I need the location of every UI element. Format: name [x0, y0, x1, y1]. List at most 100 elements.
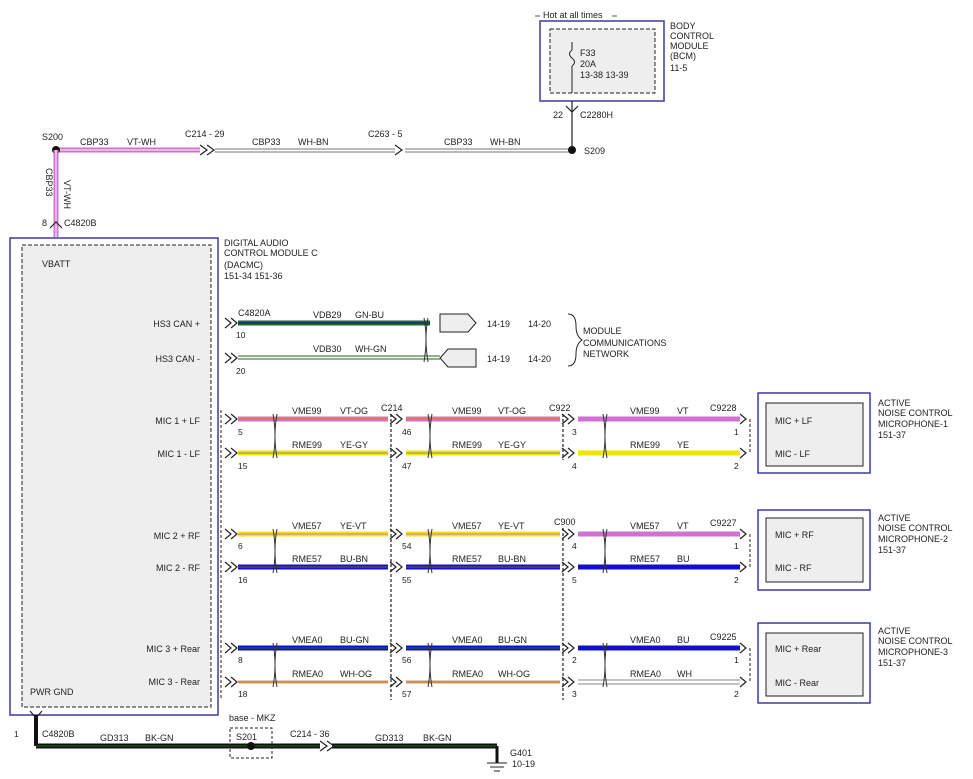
mic2-plus-circuit-c: VME57 — [630, 521, 660, 531]
mic1-minus-circuit-b: RME99 — [452, 440, 482, 450]
can-plus-arrow-icon — [439, 313, 477, 333]
ground-g401-icon — [487, 762, 507, 772]
twist-markers — [272, 413, 608, 688]
c2280h-label: C2280H — [580, 110, 613, 120]
mic2-minus-circuit-c: RME57 — [630, 554, 660, 564]
c900-label: C900 — [554, 517, 576, 527]
can-minus-arrow-icon — [439, 348, 477, 368]
connector-chevron-icon — [561, 676, 575, 688]
mic3-minus-color-b: WH-OG — [498, 669, 530, 679]
vdb30-color: WH-GN — [355, 344, 387, 354]
hot-at-all-times-label: Hot at all times — [543, 10, 603, 20]
mic3-minus-circuit-b: RMEA0 — [452, 669, 483, 679]
mic3-plus-color-c: BU — [677, 635, 690, 645]
vert-circuit: CBP33 — [44, 168, 54, 197]
mic2-plus-pin-label: MIC + RF — [775, 530, 814, 540]
connector-chevron-icon — [739, 561, 747, 573]
connector-chevron-icon — [224, 676, 238, 688]
mic3-pin-1: 1 — [734, 655, 739, 665]
seg3-color: WH-BN — [490, 137, 521, 147]
connector-chevron-icon — [561, 413, 575, 425]
network-brace-icon — [567, 313, 583, 367]
mic2-plus-color-c: VT — [677, 521, 689, 531]
mic1-minus-color-a: YE-GY — [340, 440, 368, 450]
mic1-minus-circuit-c: RME99 — [630, 440, 660, 450]
s209-label: S209 — [584, 146, 605, 156]
connector-chevron-icon — [224, 413, 238, 425]
connector-chevron-icon — [389, 413, 403, 425]
svg-text:151-37: 151-37 — [878, 545, 906, 555]
mic1-minus-pin-label: MIC - LF — [775, 449, 811, 459]
mic3-minus-circuit-a: RMEA0 — [292, 669, 323, 679]
svg-text:MIC 2 + RF: MIC 2 + RF — [154, 531, 201, 541]
svg-text:11-5: 11-5 — [670, 63, 687, 73]
mic1-module: MIC + LF MIC - LF ACTIVE NOISE CONTROL M… — [749, 392, 953, 474]
connector-chevron-icon — [561, 447, 575, 459]
mic2-minus-color-a: BU-BN — [340, 554, 368, 564]
c214-pin-56: 56 — [402, 655, 412, 665]
mic1-minus-color-c: YE — [677, 440, 689, 450]
s201-option-box — [229, 727, 273, 759]
mic3-minus-circuit-c: RMEA0 — [630, 669, 661, 679]
c214-36-connector-icon — [319, 740, 336, 752]
gd313-circuit-a: GD313 — [100, 733, 129, 743]
fuse-f33-icon — [569, 42, 575, 93]
vert-color: VT-WH — [62, 180, 72, 209]
gd313-color-a: BK-GN — [145, 733, 174, 743]
c9228-label: C9228 — [710, 403, 737, 413]
mic2-minus-circuit-a: RME57 — [292, 554, 322, 564]
seg2-circuit: CBP33 — [252, 137, 281, 147]
can-plus-ref-a: 14-19 — [487, 319, 510, 329]
fuse-refs: 13-38 13-39 — [580, 70, 629, 80]
mic1-minus-circuit-a: RME99 — [292, 440, 322, 450]
svg-text:MIC 1 - LF: MIC 1 - LF — [157, 449, 200, 459]
c214-pin-54: 54 — [402, 541, 412, 551]
g401-label: G401 — [510, 748, 532, 758]
mic1-plus-circuit-a: VME99 — [292, 406, 322, 416]
mic3-pin-2: 2 — [734, 689, 739, 699]
c4820b-top-label: C4820B — [64, 218, 97, 228]
c214-pin-57: 57 — [402, 689, 412, 699]
svg-text:BODY: BODY — [670, 21, 696, 31]
c4820b-pin1-icon — [29, 710, 43, 719]
mic2-pin-1: 1 — [734, 541, 739, 551]
c900-pin-4: 4 — [572, 541, 577, 551]
mic2-minus-color-b: BU-BN — [498, 554, 526, 564]
gd313-color-b: BK-GN — [423, 733, 452, 743]
mic2-plus-circuit-a: VME57 — [292, 521, 322, 531]
connector-chevron-icon — [389, 676, 403, 688]
mic1-minus-color-b: YE-GY — [498, 440, 526, 450]
ground-pin-1: 1 — [14, 729, 19, 739]
dacmc-pin-8: 8 — [42, 218, 47, 228]
mic2-pin-2: 2 — [734, 575, 739, 585]
pwr-gnd-label: PWR GND — [30, 687, 74, 697]
dacmc-inner-box — [21, 244, 212, 708]
c900-pin-3: 3 — [572, 689, 577, 699]
svg-text:HS3 CAN +: HS3 CAN + — [153, 319, 200, 329]
c2280h-pin-icon — [565, 105, 579, 113]
vbatt-label: VBATT — [42, 259, 71, 269]
s209-splice-icon — [568, 146, 576, 154]
dacmc-pin-6: 6 — [238, 541, 243, 551]
dacmc-box — [9, 237, 219, 716]
can-minus-ref-a: 14-19 — [487, 354, 510, 364]
c922-pin-3: 3 — [572, 427, 577, 437]
network-label: MODULE COMMUNICATIONS NETWORK — [583, 326, 666, 359]
mic3-minus-color-c: WH — [677, 669, 692, 679]
vdb30-circuit: VDB30 — [313, 344, 342, 354]
mic3-plus-color-a: BU-GN — [340, 635, 369, 645]
mic3-minus-pin-label: MIC - Rear — [775, 678, 819, 688]
svg-text:MIC 2 - RF: MIC 2 - RF — [156, 563, 201, 573]
svg-text:NOISE CONTROL: NOISE CONTROL — [878, 523, 953, 533]
bcm-title: BODY CONTROL MODULE (BCM) 11-5 — [670, 21, 714, 73]
c214-pin-55: 55 — [402, 575, 412, 585]
c4820b-bottom-label: C4820B — [42, 729, 75, 739]
svg-text:151-34 151-36: 151-34 151-36 — [224, 271, 283, 281]
mic2-plus-circuit-b: VME57 — [452, 521, 482, 531]
mic2-module: MIC + RF MIC - RF ACTIVE NOISE CONTROL M… — [749, 509, 953, 591]
mic1-plus-color-b: VT-OG — [498, 406, 526, 416]
mic1-pin-2: 2 — [734, 461, 739, 471]
can-plus-pin-icon — [224, 317, 238, 329]
c900-pin-5: 5 — [572, 575, 577, 585]
